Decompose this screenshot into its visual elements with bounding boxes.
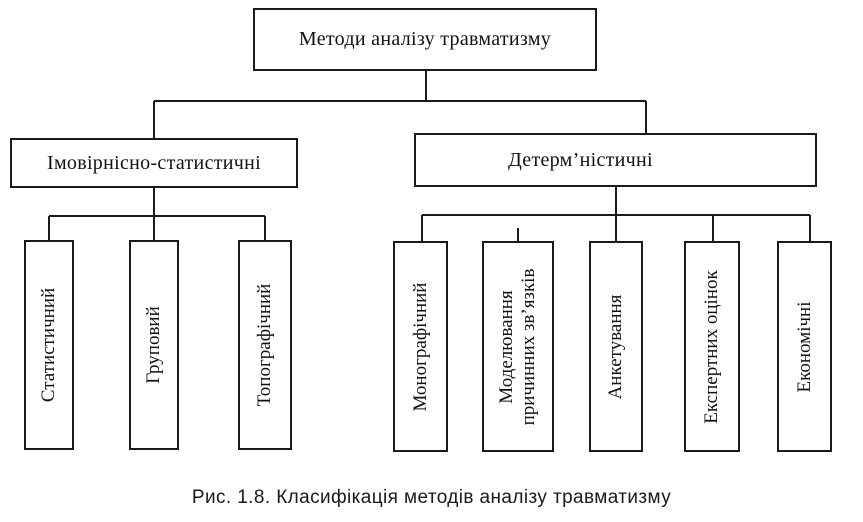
method-node-label-line-2: причинних зв’язків [518, 268, 539, 425]
group-node-deterministic: Детерм’ністичні [414, 133, 817, 187]
group-node-probabilistic-statistical: Імовірнісно-статистичні [10, 138, 298, 188]
method-node-monografichnyi: Монографічний [393, 241, 448, 452]
method-node-grupovyi: Груповий [129, 240, 179, 450]
method-node-label: Статистичний [38, 287, 59, 403]
group-node-label: Імовірнісно-статистичні [46, 151, 262, 174]
figure-caption: Рис. 1.8. Класифікація методів аналізу т… [191, 487, 672, 508]
method-node-anketuvannia: Анкетування [589, 241, 643, 452]
root-node-label: Методи аналізу травматизму [298, 28, 552, 50]
method-node-label: Груповий [143, 306, 164, 384]
root-node: Методи аналізу травматизму [253, 8, 597, 71]
method-node-modeliuvannia: Моделювання причинних зв’язків [482, 241, 554, 452]
method-node-label: Монографічний [409, 282, 431, 411]
method-node-label-line-1: Моделювання [496, 289, 517, 404]
method-node-label: Анкетування [605, 294, 626, 399]
method-node-ekspertnykh-otsinok: Експертних оцінок [684, 241, 740, 452]
method-node-label: Експертних оцінок [701, 269, 722, 424]
method-node-statystychnyi: Статистичний [24, 240, 74, 450]
method-node-topografichnyi: Топографічний [238, 240, 292, 450]
method-node-ekonomichni: Економічні [777, 241, 832, 452]
group-node-label: Детерм’ністичні [508, 148, 653, 171]
method-node-label: Економічні [793, 301, 815, 392]
method-node-label: Топографічний [254, 283, 275, 407]
